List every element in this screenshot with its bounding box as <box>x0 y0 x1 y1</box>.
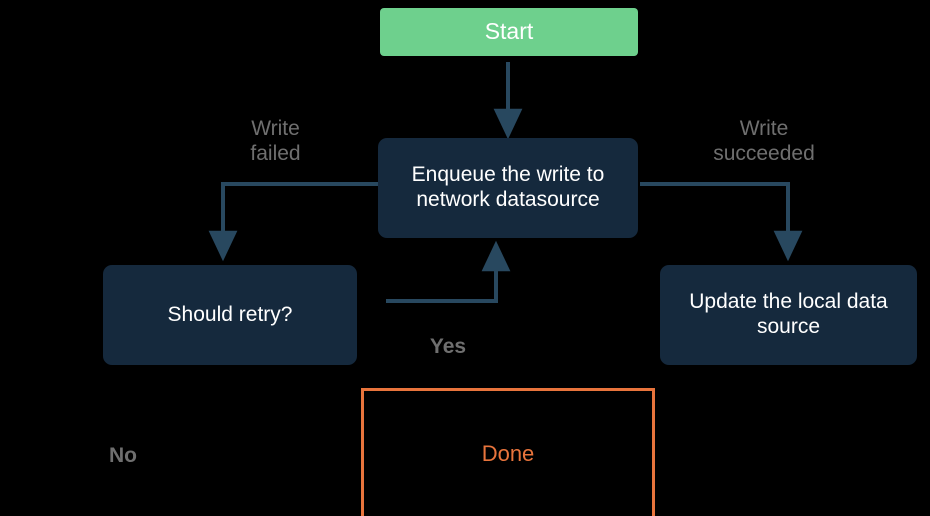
node-done[interactable]: Done <box>361 388 655 516</box>
node-update-local-data-source[interactable]: Update the local data source <box>660 265 917 365</box>
edge-enqueue-to-retry <box>208 182 378 262</box>
edge-label-write-failed-line2: failed <box>250 142 301 166</box>
edge-label-no: No <box>109 444 137 467</box>
edge-label-write-failed-line1: Write <box>251 117 300 140</box>
edge-label-write-succeeded-line1: Write <box>739 117 789 140</box>
edge-label-yes: Yes <box>429 335 467 358</box>
edge-label-write-succeeded-line2: succeeded <box>713 142 815 166</box>
node-enqueue-write[interactable]: Enqueue the write to network datasource <box>378 138 638 238</box>
edge-retry-to-enqueue-yes <box>386 240 511 303</box>
node-should-retry[interactable]: Should retry? <box>103 265 357 365</box>
node-start[interactable]: Start <box>380 8 638 56</box>
edge-label-write-failed: Write failed <box>203 116 348 166</box>
edge-enqueue-to-update <box>640 182 803 262</box>
edge-label-write-succeeded: Write succeeded <box>679 116 849 166</box>
